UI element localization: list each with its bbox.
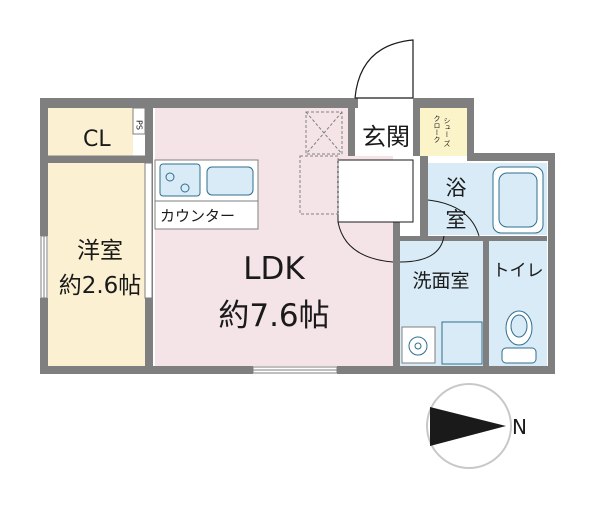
ldk-size: 約7.6帖 bbox=[218, 298, 329, 334]
kitchen-counter bbox=[154, 159, 259, 230]
counter-label: カウンター bbox=[160, 207, 235, 225]
bathroom-label-2: 室 bbox=[446, 208, 467, 232]
shoe-closet-floor bbox=[420, 108, 467, 156]
compass: N bbox=[426, 383, 527, 469]
toilet-label: トイレ bbox=[493, 261, 544, 281]
storage-box bbox=[299, 111, 343, 215]
washing-machine-pan bbox=[441, 321, 483, 365]
entrance-step bbox=[337, 159, 414, 223]
western-room-name: 洋室 bbox=[77, 238, 123, 264]
shoe-closet-label-1: シュー bbox=[443, 117, 451, 138]
ldk-name: LDK bbox=[243, 251, 305, 287]
toilet-tank bbox=[501, 347, 537, 364]
western-room-floor bbox=[48, 163, 145, 366]
shoe-closet-label-2: ズ bbox=[443, 139, 451, 147]
ldk-door-swing bbox=[337, 221, 394, 263]
western-room-size: 約2.6帖 bbox=[59, 273, 142, 299]
compass-arrow-icon bbox=[430, 407, 506, 446]
washroom-label: 洗面室 bbox=[412, 270, 469, 292]
closet-label: CL bbox=[83, 127, 111, 152]
toilet-floor bbox=[489, 240, 547, 366]
washroom-door-swing bbox=[399, 235, 445, 263]
closet-floor bbox=[48, 108, 133, 156]
compass-north-label: N bbox=[512, 415, 527, 439]
bath-door-swing bbox=[427, 199, 480, 237]
entrance-door-swing bbox=[354, 39, 414, 99]
ps-box bbox=[132, 107, 146, 135]
washbasin bbox=[401, 326, 436, 364]
compass-circle bbox=[426, 383, 512, 469]
entrance-floor bbox=[355, 108, 418, 156]
shoe-closet-label-3: クローク bbox=[433, 115, 441, 143]
entrance-label: 玄関 bbox=[362, 123, 410, 151]
ps-label: PS bbox=[135, 120, 144, 130]
bathroom-label-1: 浴 bbox=[446, 176, 467, 200]
